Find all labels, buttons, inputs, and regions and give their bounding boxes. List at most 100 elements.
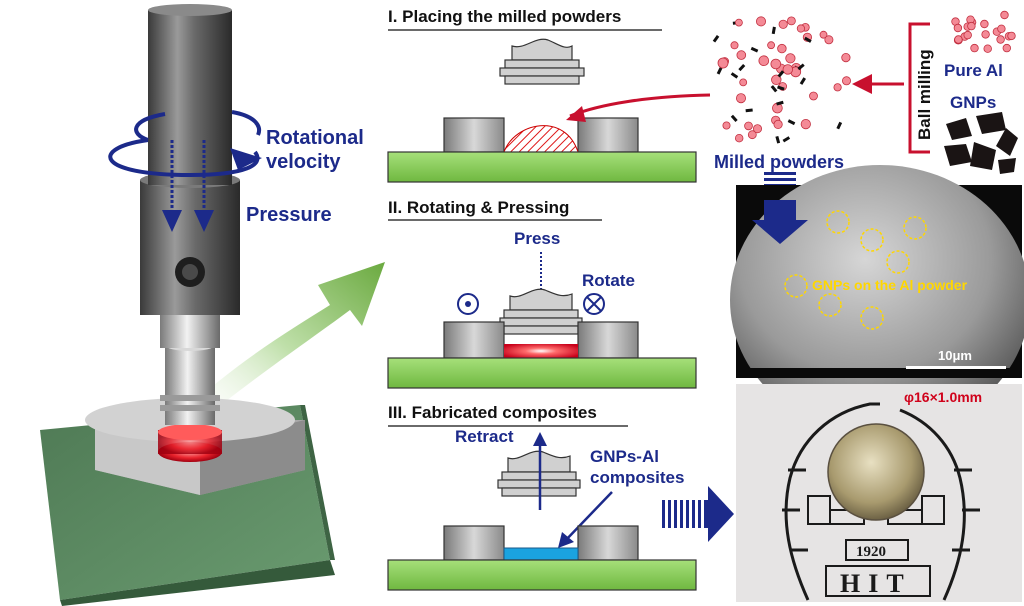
al-particle xyxy=(736,50,747,60)
logo-year: 1920 xyxy=(856,544,886,560)
composite-disc xyxy=(503,547,579,561)
powder-panel: Milled powders Ball milling Pure Al GNPs xyxy=(712,10,1018,199)
rotate-label: Rotate xyxy=(582,271,635,290)
scale-bar xyxy=(906,366,1006,369)
press-label: Press xyxy=(514,229,560,248)
gnp-particle xyxy=(777,85,785,91)
gnp-particle xyxy=(797,63,805,71)
pure-al-particle xyxy=(981,30,990,39)
step-1-title: I. Placing the milled powders xyxy=(388,7,621,26)
logo-letters: HIT xyxy=(840,569,912,598)
al-particle xyxy=(787,16,796,26)
composites-label-line2: composites xyxy=(590,468,684,487)
pressure-label: Pressure xyxy=(246,204,332,226)
al-particle xyxy=(758,55,770,66)
pure-al-particle xyxy=(1000,10,1009,20)
gnp-particle xyxy=(730,72,739,79)
feed-arrow xyxy=(569,93,711,118)
sem-image: GNPs on the Al powder 10μm xyxy=(730,165,1024,435)
gnp-particle xyxy=(750,46,759,53)
milled-powders-label: Milled powders xyxy=(714,152,844,172)
gnp-particle xyxy=(776,100,784,106)
al-particle xyxy=(782,64,794,75)
ball-milling-label: Ball milling xyxy=(915,49,934,140)
milled-powder-cloud xyxy=(712,16,852,144)
gnp-particle xyxy=(716,66,723,75)
machine-illustration: Rotational velocity Pressure xyxy=(40,4,385,606)
al-particle xyxy=(717,57,729,69)
sample-size-label: φ16×1.0mm xyxy=(904,389,982,405)
pure-al-particles xyxy=(951,10,1016,53)
pure-al-label: Pure Al xyxy=(944,61,1003,80)
al-particle xyxy=(773,119,783,130)
al-particle xyxy=(770,58,782,70)
al-particle xyxy=(819,30,828,39)
rotate-out-symbol xyxy=(457,293,479,315)
pure-al-particle xyxy=(997,24,1006,33)
al-particle xyxy=(744,121,753,131)
step-3-die xyxy=(387,525,697,591)
rotation-indicator xyxy=(108,110,262,178)
al-particle xyxy=(747,130,757,140)
al-particle xyxy=(796,24,806,33)
al-particle xyxy=(771,74,782,86)
gnp-particle xyxy=(804,36,812,43)
pure-al-particle xyxy=(980,19,989,29)
tool-spindle xyxy=(140,4,240,425)
gnp-particle xyxy=(770,85,778,93)
gnp-particle xyxy=(782,136,791,143)
gnps-label: GNPs xyxy=(950,93,996,112)
pure-al-particle xyxy=(1002,43,1011,53)
al-particle xyxy=(800,119,811,130)
step-2: II. Rotating & Pressing Press Rotate xyxy=(387,198,697,389)
al-particle xyxy=(735,133,744,143)
pure-al-particle xyxy=(983,44,992,53)
step-2-title: II. Rotating & Pressing xyxy=(388,198,569,217)
al-particle xyxy=(739,78,748,87)
sample-photo: φ16×1.0mm 1920 HIT xyxy=(736,384,1022,602)
al-particle xyxy=(841,52,851,63)
al-particle xyxy=(778,19,788,29)
composite-sample-disc xyxy=(827,423,925,521)
gnp-particle xyxy=(730,114,738,123)
al-particle xyxy=(753,124,763,134)
step-2-punch xyxy=(499,288,583,335)
pure-al-particle xyxy=(970,43,979,53)
gnp-particle xyxy=(738,63,746,72)
gnp-particle xyxy=(712,35,720,43)
al-particle xyxy=(842,76,852,86)
velocity-label: velocity xyxy=(266,151,341,173)
al-particle xyxy=(785,53,796,64)
step-1-punch xyxy=(499,38,585,85)
al-particle xyxy=(756,16,767,27)
al-particle xyxy=(736,93,747,104)
composites-label-line1: GNPs-Al xyxy=(590,447,659,466)
al-particle xyxy=(824,35,834,45)
gnp-particle xyxy=(799,77,806,85)
gnp-particle xyxy=(836,121,843,130)
retract-label: Retract xyxy=(455,427,514,446)
gnp-particle xyxy=(787,119,796,126)
al-particle xyxy=(730,41,739,50)
step-2-die xyxy=(387,321,697,389)
pure-al-particle xyxy=(954,35,963,44)
al-particle xyxy=(767,41,775,50)
gnp-particle xyxy=(771,26,776,35)
pressure-arrows xyxy=(162,140,214,232)
transition-arrow xyxy=(185,262,385,430)
al-particle xyxy=(735,18,743,27)
powder-mound xyxy=(503,125,579,153)
gnp-particle xyxy=(777,70,785,78)
rotate-in-symbol xyxy=(583,293,605,315)
al-particle xyxy=(833,83,842,92)
gnp-particle xyxy=(775,135,781,144)
al-particle xyxy=(809,91,818,101)
step-3: III. Fabricated composites Retract GNPs-… xyxy=(387,403,734,591)
pure-al-particle xyxy=(996,35,1005,44)
gnp-highlight-circles xyxy=(784,210,927,330)
rotational-label: Rotational xyxy=(266,127,364,149)
gnp-particle xyxy=(745,108,753,113)
al-particle xyxy=(722,121,731,130)
step-1-die xyxy=(387,117,697,183)
